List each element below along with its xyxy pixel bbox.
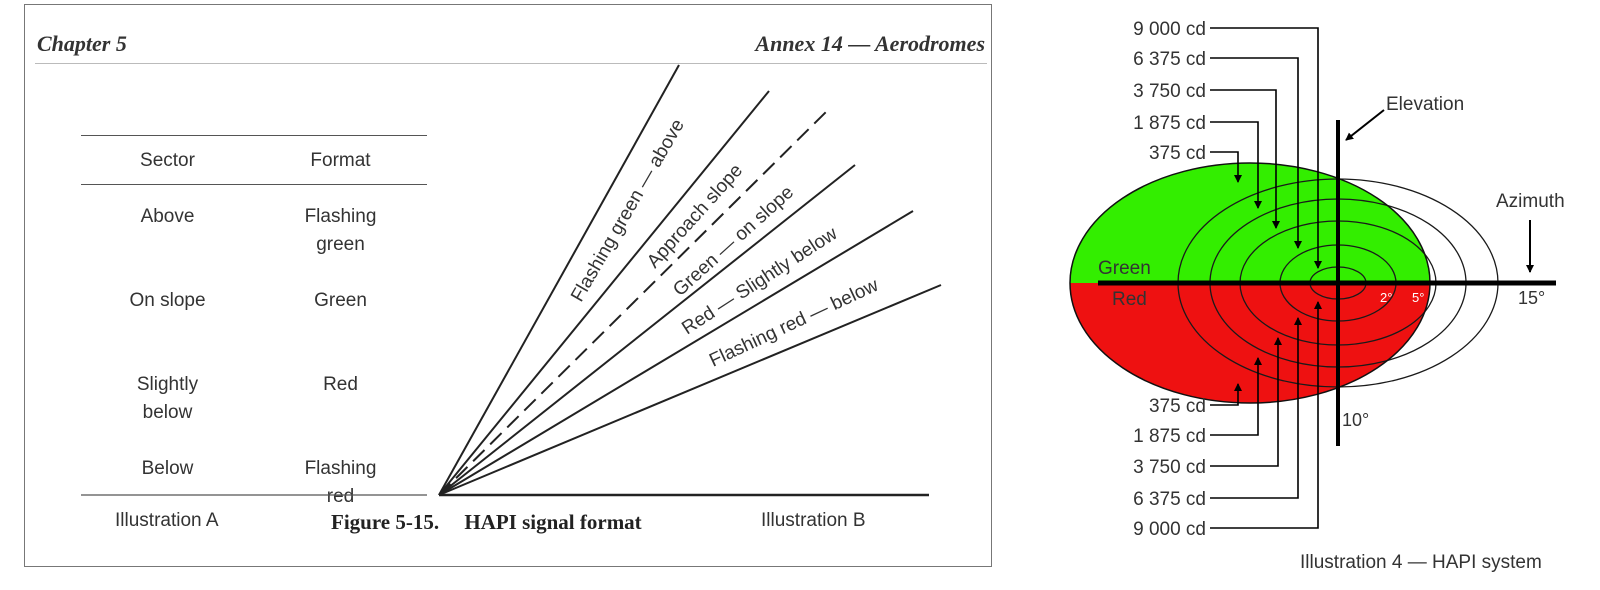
fan-line-top xyxy=(438,64,680,496)
leader-lower-3750 xyxy=(1210,337,1282,467)
label-upper-6375: 6 375 cd xyxy=(1133,49,1206,70)
format-text-line1: Green xyxy=(314,290,367,311)
leader-upper-3750 xyxy=(1210,89,1280,229)
format-text-line2: green xyxy=(316,234,365,255)
approach-slope-line xyxy=(438,110,828,496)
header-rule xyxy=(35,63,987,64)
label-lower-9000: 9 000 cd xyxy=(1133,519,1206,540)
label-upper-3750: 3 750 cd xyxy=(1133,81,1206,102)
sector-cell: Above xyxy=(81,185,254,288)
label-green-on-slope: Green — on slope xyxy=(669,182,798,301)
figure-caption: Figure 5-15. HAPI signal format xyxy=(331,510,642,535)
leader-lower-1875 xyxy=(1210,357,1262,436)
leader-upper-375 xyxy=(1210,151,1242,183)
label-upper-1875: 1 875 cd xyxy=(1133,113,1206,134)
annex-header: Annex 14 — Aerodromes xyxy=(755,31,985,56)
label-lower-6375: 6 375 cd xyxy=(1133,489,1206,510)
sector-cell: Slightly below xyxy=(81,371,254,455)
sector-text: Above xyxy=(140,206,195,227)
label-lower-3750: 3 750 cd xyxy=(1133,457,1206,478)
azimuth-tick: 2° xyxy=(1380,290,1392,305)
sector-text: Below xyxy=(141,458,194,479)
azimuth-tick: 5° xyxy=(1412,290,1424,305)
label-upper-9000: 9 000 cd xyxy=(1133,19,1206,40)
leader-upper-1875 xyxy=(1210,121,1262,209)
illustration-4-caption: Illustration 4 — HAPI system xyxy=(1300,552,1542,573)
azimuth-tick-end: 15° xyxy=(1518,288,1545,308)
table-row: On slope Green xyxy=(81,287,427,371)
table-row: Below Flashing red xyxy=(81,455,427,539)
chapter-header: Chapter 5 xyxy=(37,31,127,56)
format-text-line1: Flashing xyxy=(304,206,377,227)
azimuth-tick: 8° xyxy=(1444,290,1456,305)
label-lower-375: 375 cd xyxy=(1149,396,1206,417)
azimuth-label: Azimuth xyxy=(1496,191,1565,212)
figure-number: Figure 5-15. xyxy=(331,510,440,534)
table-header-row: Sector Format xyxy=(81,135,427,185)
azimuth-tick: 11° xyxy=(1478,290,1497,305)
elevation-pointer xyxy=(1345,109,1385,141)
sector-cell: Below xyxy=(81,455,254,539)
green-label: Green xyxy=(1098,258,1151,279)
table-row: Above Flashing green xyxy=(81,185,427,288)
leader-upper-6375 xyxy=(1210,57,1302,249)
illustration-b-caption: Illustration B xyxy=(761,510,866,531)
format-cell: Red xyxy=(254,371,427,455)
label-upper-375: 375 cd xyxy=(1149,143,1206,164)
upper-intensity-labels: 9 000 cd 6 375 cd 3 750 cd 1 875 cd 375 … xyxy=(1133,19,1206,164)
format-cell: Green xyxy=(254,287,427,371)
format-text-line2: red xyxy=(326,486,355,507)
red-label: Red xyxy=(1112,289,1147,310)
hapi-intensity-diagram: 9 000 cd 6 375 cd 3 750 cd 1 875 cd 375 … xyxy=(1069,19,1565,540)
figure-5-15-panel: Chapter 5 Annex 14 — Aerodromes Sector F… xyxy=(24,4,992,567)
azimuth-tick-labels: 2° 5° 8° 11° xyxy=(1380,290,1497,305)
elevation-label: Elevation xyxy=(1386,94,1464,115)
sector-column-header: Sector xyxy=(81,135,254,185)
leader-lower-9000 xyxy=(1210,301,1322,529)
figure-title: HAPI signal format xyxy=(464,510,642,534)
label-lower-1875: 1 875 cd xyxy=(1133,426,1206,447)
sector-cell: On slope xyxy=(81,287,254,371)
illustration-a-caption: Illustration A xyxy=(115,510,219,531)
leader-upper-9000 xyxy=(1210,27,1322,269)
lower-intensity-labels: 375 cd 1 875 cd 3 750 cd 6 375 cd 9 000 … xyxy=(1133,396,1206,540)
elevation-tick: 10° xyxy=(1342,410,1369,430)
format-column-header: Format xyxy=(254,135,427,185)
leader-lower-6375 xyxy=(1210,317,1302,499)
format-cell: Flashing green xyxy=(254,185,427,288)
hapi-signal-fan-diagram: Flashing green — above Approach slope Gr… xyxy=(81,64,942,497)
format-text-line1: Red xyxy=(323,374,358,395)
fan-line-2 xyxy=(438,90,770,496)
fan-line-4 xyxy=(438,164,856,496)
sector-format-table: Sector Format Above Flashing green On slo… xyxy=(81,135,427,539)
format-text-line1: Flashing xyxy=(304,458,377,479)
axis-labels: Elevation Azimuth Green Red xyxy=(1098,94,1565,310)
sector-text: On slope xyxy=(129,290,206,311)
sector-text-line2: below xyxy=(142,402,193,423)
fan-line-5 xyxy=(438,210,914,496)
fan-line-bottom xyxy=(438,284,942,496)
sector-text-line1: Slightly xyxy=(136,374,199,395)
format-cell: Flashing red xyxy=(254,455,427,539)
leader-lower-375 xyxy=(1210,383,1242,406)
table-row: Slightly below Red xyxy=(81,371,427,455)
